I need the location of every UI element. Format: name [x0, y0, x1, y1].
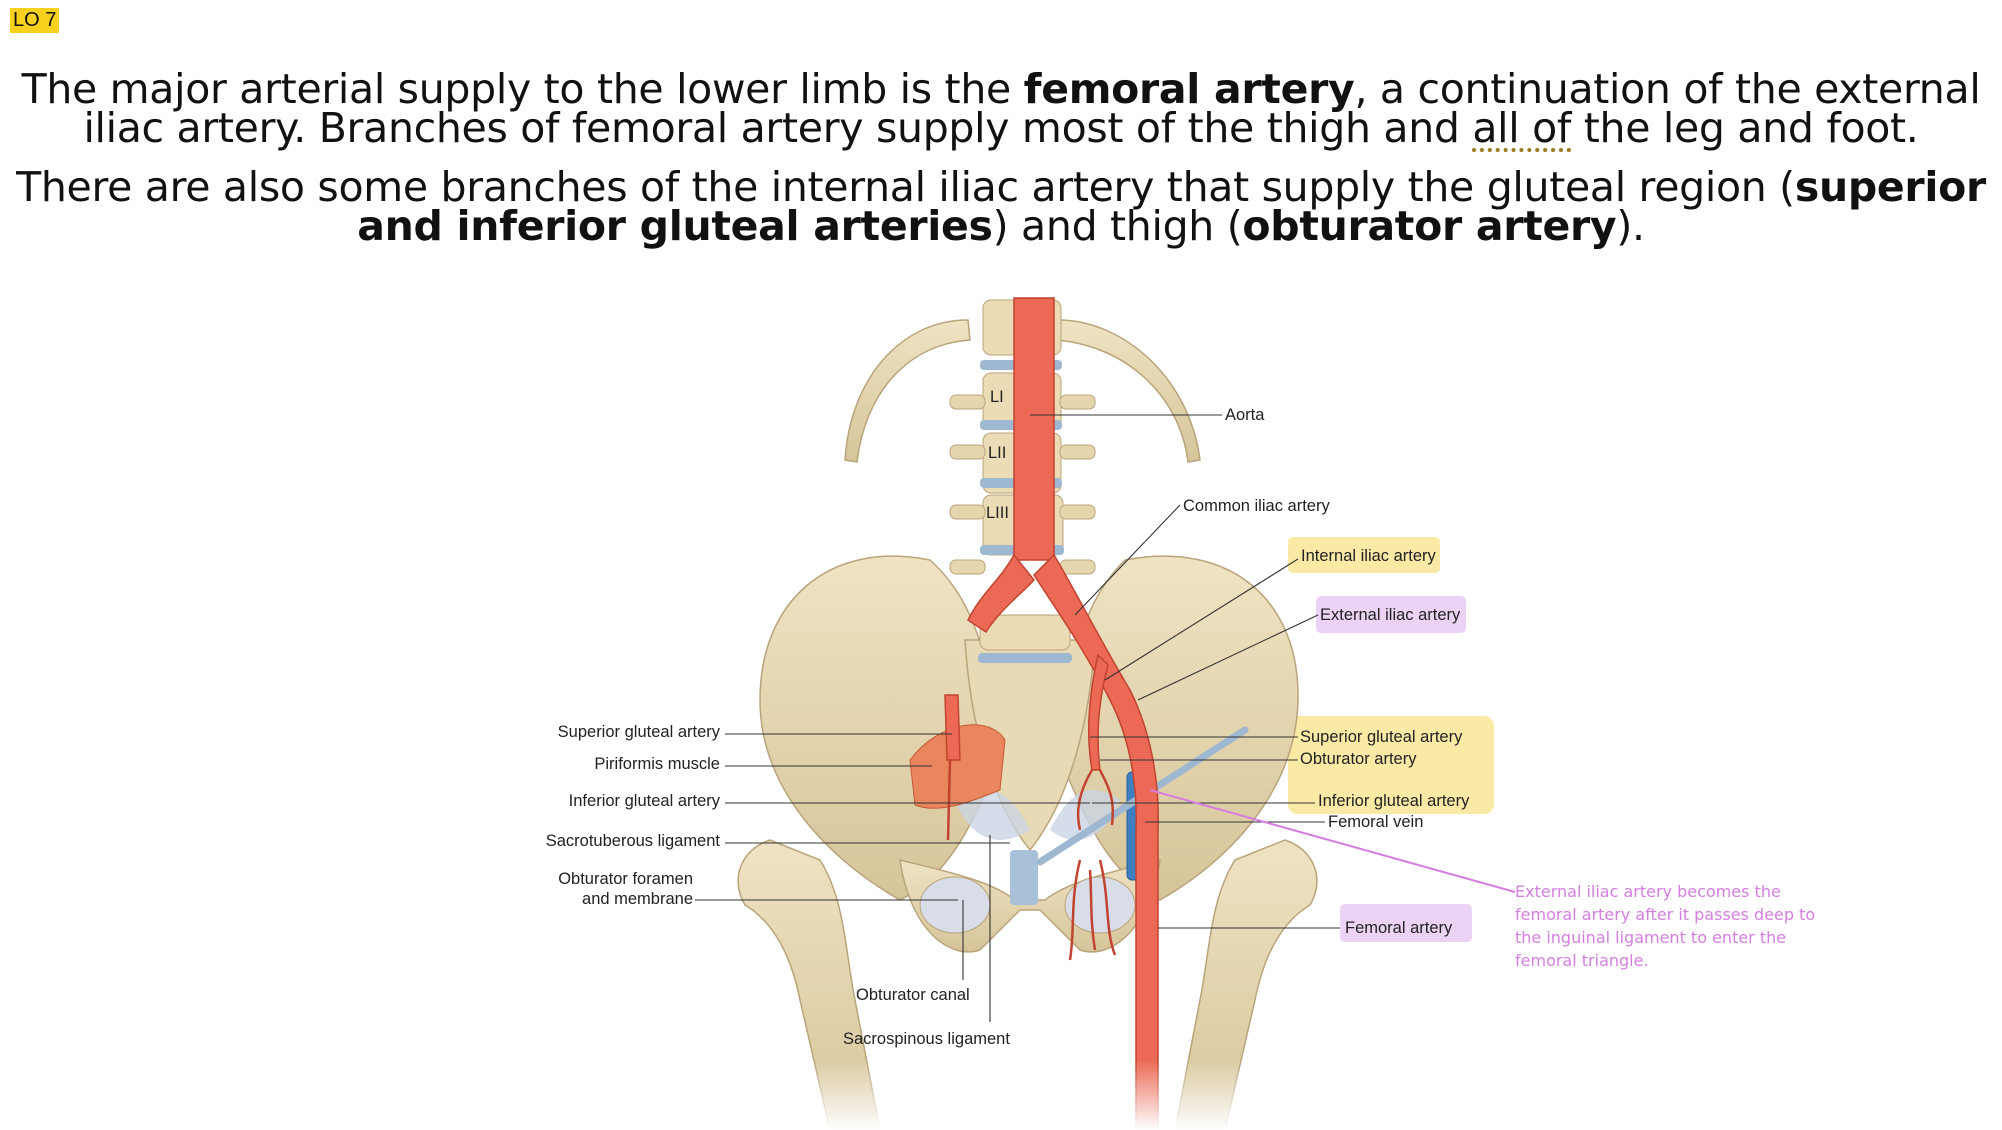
label-sacrospinous-ligament: Sacrospinous ligament: [843, 1030, 1010, 1048]
left-femur: [737, 839, 881, 1130]
highlight-external-iliac: [1316, 596, 1466, 633]
p1-mid: , a continuation of the external iliac a…: [83, 65, 1981, 152]
right-rib: [1054, 319, 1201, 463]
note-line-4: femoral triangle.: [1515, 951, 1649, 970]
label-inferior-gluteal-artery-left: Inferior gluteal artery: [569, 792, 721, 810]
note-line-1: External iliac artery becomes the: [1515, 882, 1781, 901]
pubic-symphysis: [1010, 850, 1038, 905]
label-superior-gluteal-artery-left: Superior gluteal artery: [558, 723, 721, 741]
label-obturator-membrane: and membrane: [582, 890, 693, 908]
label-obturator-canal: Obturator canal: [856, 986, 970, 1004]
label-aorta: Aorta: [1225, 406, 1265, 424]
label-piriformis-muscle: Piriformis muscle: [594, 755, 720, 773]
p2-pre: There are also some branches of the inte…: [16, 163, 1795, 211]
vertebra-label-l3: LIII: [986, 504, 1009, 522]
label-femoral-artery: Femoral artery: [1345, 919, 1453, 937]
piriformis-muscle: [909, 724, 1006, 809]
leader-lines: [695, 414, 1340, 1022]
label-internal-iliac-artery: Internal iliac artery: [1301, 547, 1437, 565]
label-femoral-vein: Femoral vein: [1328, 813, 1423, 831]
p2-bold-gluteal: superior and inferior gluteal arteries: [357, 163, 1986, 250]
bottom-fade: [700, 1060, 1350, 1130]
label-obturator-foramen: Obturator foramen: [558, 870, 693, 888]
vertebra-label-l1: LI: [990, 388, 1004, 406]
label-external-iliac-artery: External iliac artery: [1320, 606, 1461, 624]
label-sacrotuberous-ligament: Sacrotuberous ligament: [546, 832, 721, 850]
small-arterial-branches: [946, 759, 1117, 961]
p1-pre: The major arterial supply to the lower l…: [21, 65, 1024, 113]
note-line-2: femoral artery after it passes deep to: [1515, 905, 1815, 924]
p1-underlined: all of: [1472, 104, 1572, 152]
lo-tag: LO 7: [10, 8, 60, 33]
p2-mid: ) and thigh (: [992, 202, 1243, 250]
p2-bold-obturator: obturator artery: [1242, 202, 1617, 250]
note-pointer-line: [1149, 789, 1516, 893]
left-obturator-foramen: [919, 876, 991, 934]
p1-bold-femoral: femoral artery: [1023, 65, 1355, 113]
highlight-internal-branches: [1288, 716, 1494, 814]
left-rib: [844, 319, 971, 463]
highlight-internal-iliac: [1288, 537, 1440, 573]
note-line-3: the inguinal ligament to enter the: [1515, 928, 1786, 947]
paragraph-internal-iliac: There are also some branches of the inte…: [0, 167, 2002, 247]
right-femur: [1174, 839, 1318, 1130]
arterial-tree: [944, 297, 1159, 1130]
p2-post: ).: [1616, 202, 1645, 250]
sacrum: [964, 639, 1096, 852]
vertebra-label-l2: LII: [988, 444, 1006, 462]
label-inferior-gluteal-artery-right: Inferior gluteal artery: [1318, 792, 1470, 810]
right-obturator-foramen: [1064, 876, 1136, 934]
paragraph-femoral: The major arterial supply to the lower l…: [0, 69, 2002, 149]
label-obturator-artery: Obturator artery: [1300, 750, 1417, 768]
label-superior-gluteal-artery-right: Superior gluteal artery: [1300, 728, 1463, 746]
p1-post: the leg and foot.: [1571, 104, 1919, 152]
highlight-femoral-artery: [1340, 904, 1472, 942]
label-common-iliac-artery: Common iliac artery: [1183, 497, 1330, 515]
